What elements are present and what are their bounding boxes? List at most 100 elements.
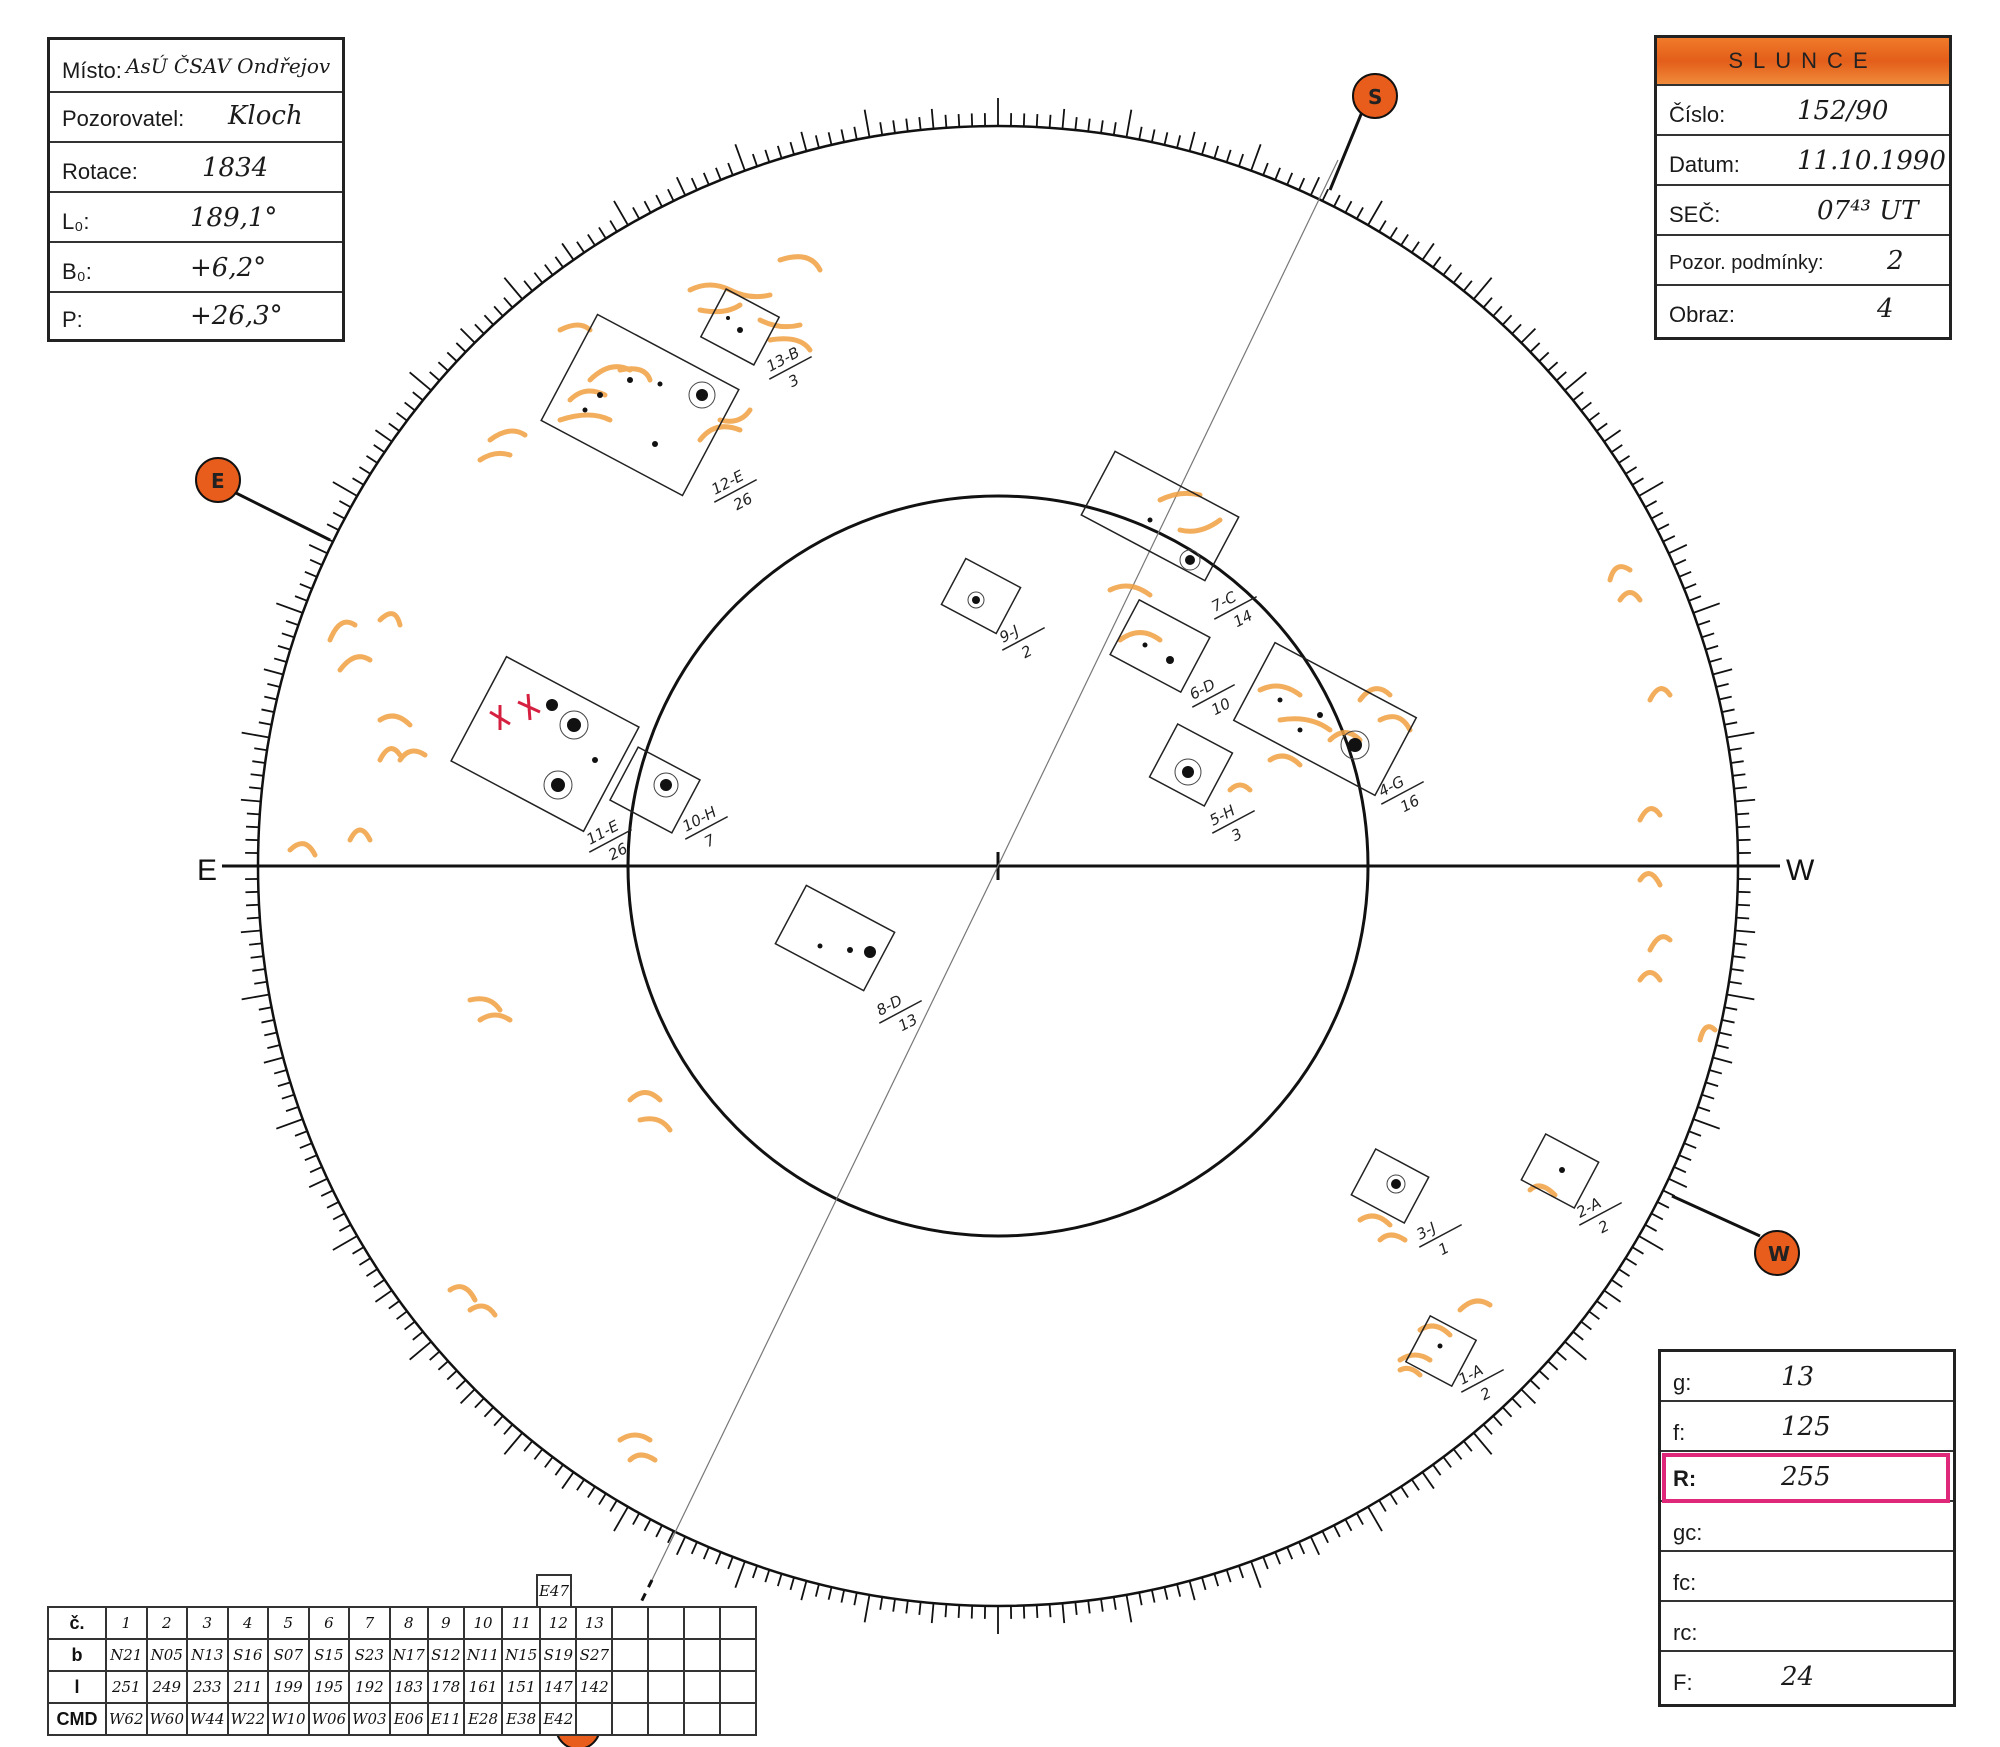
limb-tick: [503, 1432, 524, 1455]
facula: [327, 619, 358, 643]
limb-tick: [1125, 109, 1133, 138]
longitude-row-cell: 195: [307, 1670, 351, 1704]
group-label-id: 2-A: [1573, 1194, 1604, 1222]
limb-tick: [1736, 916, 1750, 920]
facula: [467, 996, 503, 1013]
longitude-row-cell: 151: [501, 1670, 542, 1704]
facula: [627, 1452, 658, 1463]
facula: [1617, 590, 1643, 603]
group-label-count: 7: [701, 831, 718, 852]
limb-tick: [1638, 1235, 1664, 1251]
number-row-cell: 3: [186, 1606, 229, 1640]
cislo-label: Číslo:: [1669, 102, 1726, 127]
sunspot: [597, 392, 603, 398]
facula: [1157, 490, 1203, 503]
group-frame-1: [1404, 1314, 1478, 1388]
limb-tick: [1572, 391, 1584, 402]
facula: [377, 713, 413, 728]
limb-tick: [1580, 1320, 1592, 1331]
group-label-12: 2-A2: [1573, 1194, 1623, 1237]
limb-tick: [1683, 583, 1697, 590]
limb-tick: [252, 760, 266, 764]
facula: [557, 322, 593, 333]
latitude-row-cell: S16: [226, 1638, 270, 1672]
facula: [1637, 871, 1663, 888]
limb-tick: [1693, 602, 1720, 614]
cmd-row-cell: W60: [145, 1702, 189, 1736]
penumbrae: [543, 381, 1406, 1194]
longitude-row-cell: [719, 1670, 758, 1704]
latitude-row-cell: S12: [426, 1638, 465, 1672]
limb-tick: [827, 132, 833, 146]
limb-tick: [1452, 272, 1463, 284]
group-frame-8: [774, 884, 896, 992]
limb-tick: [246, 812, 260, 816]
limb-tick: [1529, 1379, 1541, 1390]
facula: [637, 1116, 673, 1133]
limb-tick: [429, 371, 441, 382]
limb-tick: [1732, 773, 1746, 777]
longitude-row-cell: 183: [388, 1670, 429, 1704]
limb-tick: [1492, 305, 1503, 317]
r-value: 255: [1781, 1462, 1831, 1492]
limb-tick: [1588, 412, 1600, 422]
limb-tick: [905, 118, 909, 132]
facula: [617, 1432, 653, 1443]
limb-tick: [267, 682, 281, 688]
limb-tick: [1733, 942, 1747, 946]
g-label: g:: [1673, 1370, 1692, 1395]
limb-tick: [1726, 731, 1755, 739]
latitude-row-cell: [647, 1638, 686, 1672]
group-label-divider: [1211, 809, 1256, 834]
sunspot: [1142, 642, 1148, 648]
longitude-row-cell: 142: [575, 1670, 614, 1704]
number-row-cell: [719, 1606, 758, 1640]
limb-tick: [554, 1464, 564, 1476]
number-row-cell: 8: [388, 1606, 429, 1640]
group-label-count: 2: [1018, 642, 1035, 662]
limb-tick: [1735, 798, 1756, 803]
group-label-id: 1-A: [1455, 1361, 1486, 1389]
limb-tick: [863, 1594, 871, 1623]
limb-tick: [277, 644, 291, 651]
limb-tick: [905, 1600, 909, 1614]
facula: [777, 254, 823, 273]
sunspot: [864, 946, 876, 958]
limb-tick: [1225, 1569, 1232, 1583]
limb-tick: [1367, 1506, 1383, 1532]
w-marker-stem: [1671, 1194, 1761, 1238]
group-label-divider: [684, 815, 729, 840]
limb-tick: [503, 1423, 514, 1435]
limb-tick: [734, 1561, 746, 1588]
limb-tick: [332, 481, 358, 497]
latitude-row-cell: S15: [307, 1638, 351, 1672]
penumbra: [543, 770, 573, 800]
limb-tick: [365, 1268, 378, 1277]
limb-tick: [751, 153, 758, 167]
limb-tick: [246, 916, 260, 920]
facula: [477, 450, 513, 463]
facula: [1267, 753, 1303, 768]
limb-tick: [412, 1330, 424, 1341]
sunspot: [1437, 1343, 1443, 1349]
group-label-divider: [588, 828, 633, 853]
limb-tick: [1564, 371, 1587, 392]
limb-tick: [1603, 429, 1622, 443]
limb-tick: [609, 1499, 618, 1512]
limb-tick: [1596, 1300, 1608, 1310]
cmd-row-cell: [647, 1702, 686, 1736]
penumbra: [688, 381, 716, 409]
limb-tick: [879, 122, 884, 136]
group-label-count: 2: [1477, 1384, 1494, 1404]
longitude-row-label: l: [47, 1670, 107, 1704]
cislo-value: 152/90: [1797, 96, 1889, 126]
limb-tick: [254, 747, 268, 752]
b0-label: B₀:: [62, 259, 92, 284]
limb-tick: [655, 1524, 663, 1538]
facula: [1277, 716, 1333, 733]
group-label-divider: [1380, 780, 1425, 805]
group-label-4: 9-J2: [996, 622, 1046, 662]
group-label-id: 6-D: [1186, 675, 1218, 703]
